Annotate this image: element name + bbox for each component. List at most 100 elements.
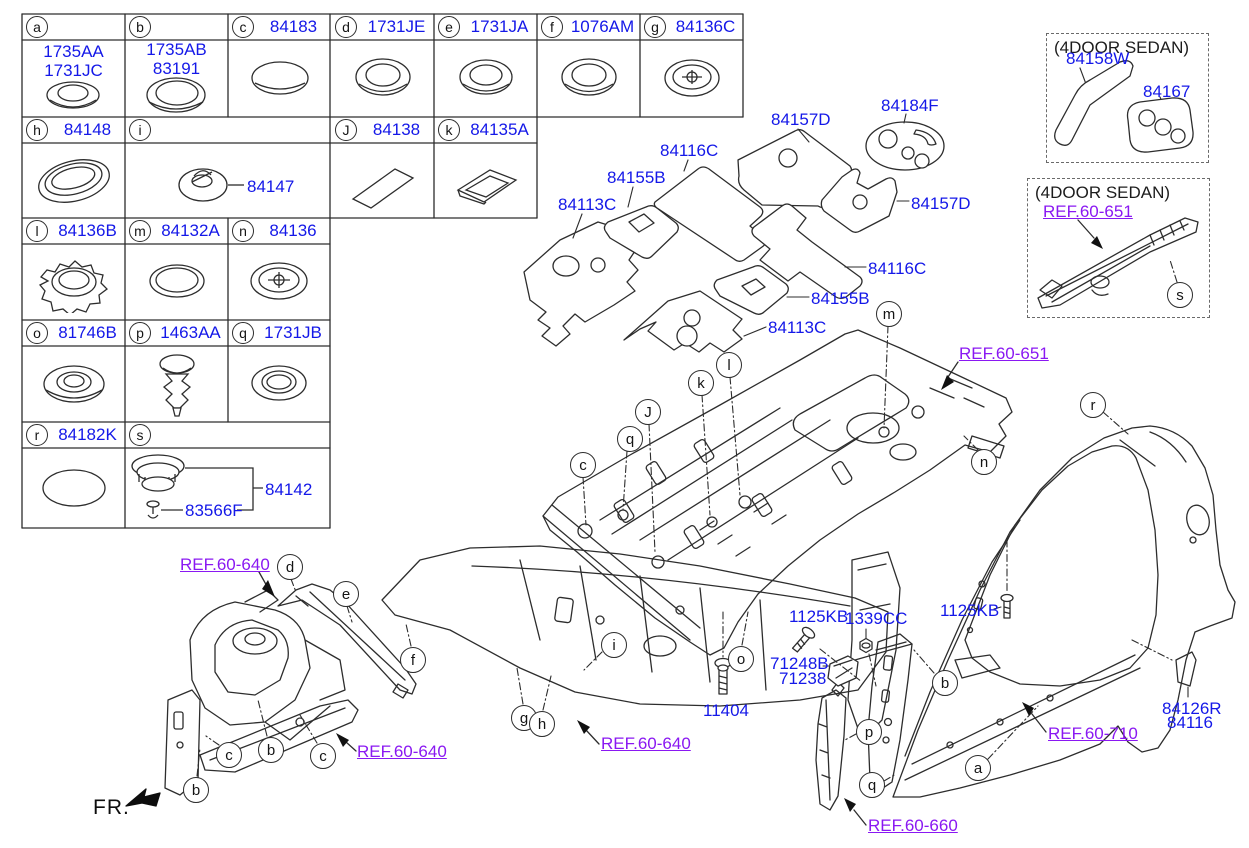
balloon-r: r [1080, 392, 1106, 418]
disc-clip-icon: 84147 [178, 168, 294, 202]
part-number-label: 1125KB [940, 601, 1000, 620]
table-cell-l: l 84136B [22, 218, 125, 320]
bolt-1125KB-left [791, 626, 816, 653]
table-cell-q: q 1731JB [228, 320, 330, 422]
cap-pad-icon [456, 168, 517, 205]
part-number-label: 1735AA 1731JC [43, 42, 104, 80]
part-number-label: 1125KB [789, 607, 849, 626]
balloon-c: c [310, 743, 336, 769]
cell-letter: q [232, 322, 254, 344]
table-cell-J: J 84138 [331, 117, 434, 218]
sedan-option-box-1: (4DOOR SEDAN) [1046, 33, 1209, 163]
cell-letter: o [26, 322, 48, 344]
isolation-pads [523, 121, 1197, 687]
sedan-option-box-2: (4DOOR SEDAN) [1027, 178, 1210, 318]
table-cell-b: b 1735AB 83191 [125, 14, 228, 117]
part-number-label: 84136B [58, 221, 117, 240]
ref-link-60-651[interactable]: REF.60-651 [1043, 202, 1133, 221]
part-number-label: 84158W [1066, 49, 1130, 68]
fasteners [714, 593, 1014, 695]
part-number-label: 1463AA [160, 323, 221, 342]
gear-grommet-icon [38, 260, 108, 313]
balloon-a: a [965, 755, 991, 781]
balloon-b: b [258, 737, 284, 763]
ref-arrows [258, 219, 1103, 826]
part-number-label: 84136C [675, 17, 736, 36]
part-number-label: 84155B [607, 168, 666, 187]
pad-84113C-right [623, 290, 743, 353]
balloon-c: c [570, 452, 596, 478]
part-number-label: 71238 [779, 669, 827, 688]
ref-link-60-710[interactable]: REF.60-710 [1048, 724, 1138, 743]
cowl-top-strip [277, 583, 417, 699]
table-cell-f: f 1076AM [537, 14, 640, 117]
part-number-label: 84116C [660, 141, 719, 160]
balloon-p: p [856, 719, 882, 745]
tree-clip-icon [158, 354, 195, 417]
cell-letter: p [129, 322, 151, 344]
balloon-q: q [617, 426, 643, 452]
cell-letter: e [438, 16, 460, 38]
ref-link-60-640[interactable]: REF.60-640 [180, 555, 270, 574]
cell-letter: k [438, 119, 460, 141]
plug-table: a 1735AA 1731JC b 1735AB 83191 c 84183 [22, 14, 743, 528]
balloon-d: d [277, 554, 303, 580]
cell-letter: l [26, 220, 48, 242]
balloon-b: b [932, 670, 958, 696]
balloon-m: m [876, 301, 902, 327]
balloon-q: q [859, 772, 885, 798]
flat-plug-icon [148, 264, 205, 298]
dash-panel-assembly [381, 545, 901, 741]
cell-letter: f [541, 16, 563, 38]
strip-pad-icon [351, 167, 414, 209]
pad-84158W [1054, 60, 1134, 146]
balloon-k: k [688, 370, 714, 396]
part-number-label: 84157D [911, 194, 971, 213]
part-number-label: 1735AB 83191 [146, 40, 207, 78]
table-cell-n: n 84136 [228, 218, 330, 320]
plug-table-grid [21, 13, 744, 529]
ring-plug-icon [354, 57, 411, 96]
fr-direction-arrow [125, 788, 161, 807]
part-number-label: 84132A [161, 221, 220, 240]
side-body-panel [892, 425, 1236, 798]
balloon-b: b [183, 777, 209, 803]
ref-link-60-651[interactable]: REF.60-651 [959, 344, 1049, 363]
balloon-l: l [716, 352, 742, 378]
cell-letter: n [232, 220, 254, 242]
part-number-label: 84113C [768, 318, 827, 337]
part-number-label: 84148 [63, 120, 112, 139]
table-cell-m: m 84132A [125, 218, 228, 320]
balloon-e: e [333, 581, 359, 607]
table-cell-p: p 1463AA [125, 320, 228, 422]
cell-letter: a [26, 16, 48, 38]
ref-link-60-640[interactable]: REF.60-640 [601, 734, 691, 753]
flat-plug-icon [250, 60, 309, 95]
cell-letter: b [129, 16, 151, 38]
pad-84116C-right [751, 203, 863, 300]
cell-letter: s [129, 424, 151, 446]
cell-letter: h [26, 119, 48, 141]
ref-link-60-640[interactable]: REF.60-640 [357, 742, 447, 761]
part-number-label: 84157D [771, 110, 831, 129]
table-cell-s: s 84142 83566F [125, 422, 330, 528]
part-number-label: 1731JB [264, 323, 322, 342]
flat-plug-icon [41, 469, 106, 507]
cell-letter: i [129, 119, 151, 141]
ring-plug-icon [458, 58, 513, 95]
table-cell-a: a 1735AA 1731JC [22, 14, 125, 117]
table-cell-g: g 84136C [640, 14, 743, 117]
ring-plug-icon [560, 57, 617, 96]
part-number-label: 84182K [58, 425, 117, 444]
table-cell-i: i 84147 [125, 117, 331, 218]
table-cell-o: o 81746B [22, 320, 125, 422]
balloon-s: s [1167, 282, 1193, 308]
box-title: (4DOOR SEDAN) [1054, 38, 1190, 57]
fr-direction-label: FR. [93, 796, 130, 819]
part-number-label: 84155B [811, 289, 870, 308]
ref-link-60-660[interactable]: REF.60-660 [868, 816, 958, 835]
center-floor-panel [542, 329, 1013, 656]
balloon-f: f [400, 647, 426, 673]
part-number-label: 84184F [881, 96, 939, 115]
